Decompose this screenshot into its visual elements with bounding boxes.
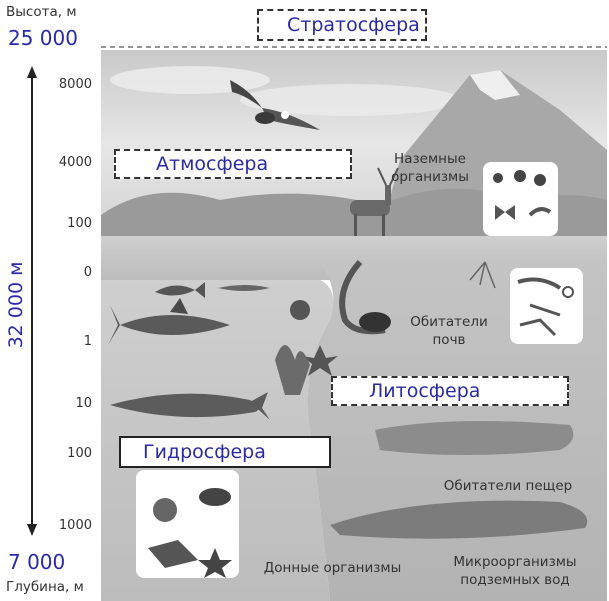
fish-icon [218, 285, 270, 291]
insects-icon [493, 170, 552, 220]
cloud [240, 84, 460, 116]
coral-icon [275, 345, 310, 395]
arrow-up-icon [27, 66, 37, 78]
tick-label: 0 [83, 265, 92, 280]
eagle-icon [230, 80, 320, 130]
mole-icon [359, 312, 391, 332]
tick-label: 100 [67, 446, 92, 461]
groundwater-cave [330, 500, 588, 539]
cave [375, 421, 574, 455]
cave-inhabitants-label: Обитатели пещер [443, 478, 573, 494]
lithosphere-label: Литосфера [331, 376, 569, 406]
whale-icon [110, 392, 270, 420]
bottom-organisms-label: Донные организмы [263, 560, 402, 576]
soil-inhabitants-label: Обитатели почв [410, 314, 488, 349]
roots [469, 261, 496, 289]
height-axis-title: Высота, м [6, 4, 77, 20]
arrow-down-icon [27, 524, 37, 536]
starfish-icon [302, 345, 338, 376]
deep-sea-creatures-icon [148, 488, 232, 578]
mountain-snowcap [470, 70, 520, 100]
crab-icon [290, 300, 310, 320]
worm-icon [517, 277, 574, 337]
atmosphere-label: Атмосфера [114, 149, 352, 179]
tick-label: 8000 [58, 77, 92, 92]
stratosphere-label: Стратосфера [257, 9, 427, 41]
hydrosphere-label: Гидросфера [119, 436, 331, 468]
tick-label: 1 [83, 334, 92, 349]
ground-organisms-label: Наземные организмы [391, 151, 469, 186]
tick-label: 1000 [58, 518, 92, 533]
max-depth-value: 7 000 [8, 550, 66, 574]
fish-icon [155, 282, 205, 298]
shark-icon [108, 298, 230, 345]
deer-icon [350, 167, 399, 236]
burrow [339, 260, 386, 335]
tick-label: 100 [67, 216, 92, 231]
tick-label: 4000 [58, 155, 92, 170]
max-height-value: 25 000 [8, 26, 78, 50]
total-height-label: 32 000 м [5, 261, 27, 349]
groundwater-microorganisms-label: Микроорганизмы подземных вод [453, 554, 577, 589]
depth-axis-title: Глубина, м [6, 579, 84, 595]
cloud [110, 66, 270, 94]
tick-label: 10 [75, 396, 92, 411]
